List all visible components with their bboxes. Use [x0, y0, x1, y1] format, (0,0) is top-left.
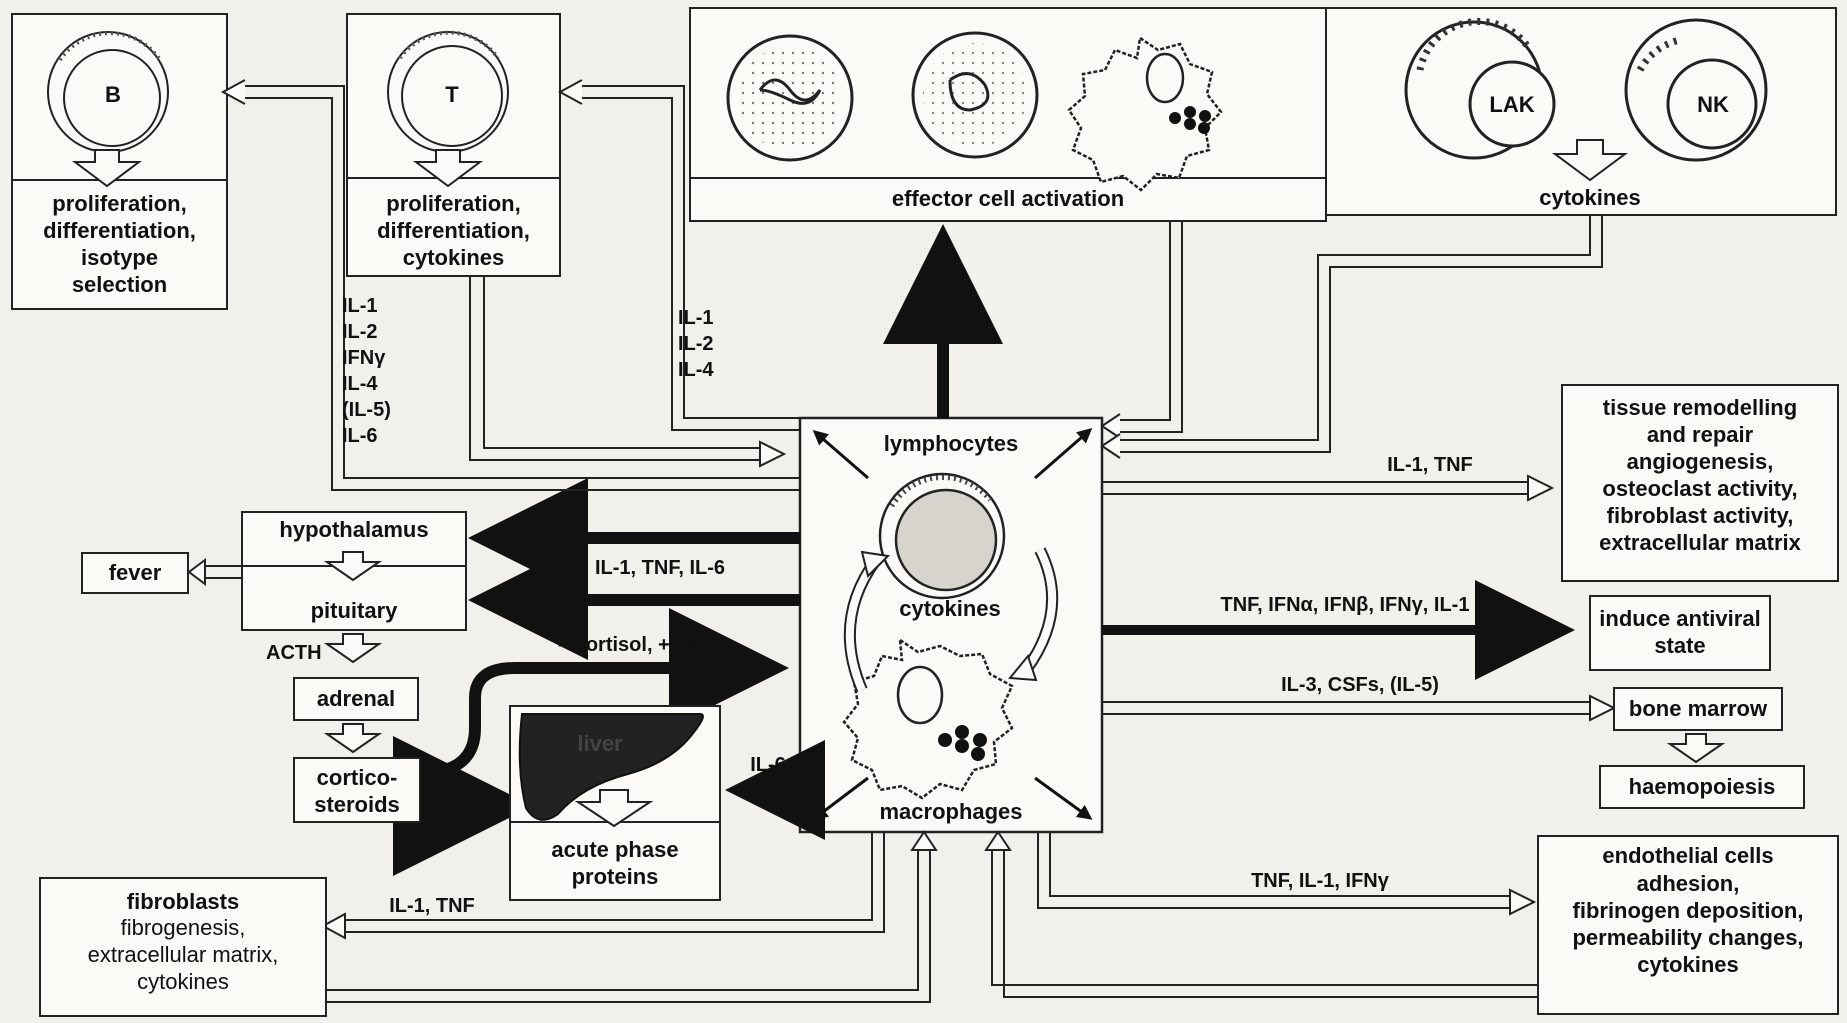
cortisol-label: – cortisol, + DHEA: [520, 632, 770, 658]
center-top-label: lymphocytes: [860, 430, 1042, 457]
nk-label: NK: [1688, 92, 1738, 118]
t-cytokine-list: IL-1 IL-2 IL-4: [678, 305, 758, 383]
liver-cytokine-label: IL-6: [738, 752, 798, 778]
center-middle-label: cytokines: [880, 595, 1020, 622]
acute-phase-label: acute phase proteins: [512, 836, 718, 890]
fever-label: fever: [84, 559, 186, 586]
tissue-cytokine-label: IL-1, TNF: [1360, 452, 1500, 478]
fibroblasts-body: fibrogenesis, extracellular matrix, cyto…: [42, 914, 324, 995]
tissue-title: tissue remodelling and repair: [1564, 394, 1836, 448]
t-cell-letter: T: [437, 82, 467, 108]
tissue-body: angiogenesis, osteoclast activity, fibro…: [1564, 448, 1836, 556]
b-cell-caption: proliferation, differentiation, isotype …: [14, 190, 225, 298]
fibro-cytokine-label: IL-1, TNF: [372, 893, 492, 919]
haemopoiesis-label: haemopoiesis: [1602, 773, 1802, 800]
endothelial-title: endothelial cells: [1540, 842, 1836, 869]
center-bottom-label: macrophages: [860, 798, 1042, 825]
marrow-cytokine-label: IL-3, CSFs, (IL-5): [1240, 672, 1480, 698]
t-cell-caption: proliferation, differentiation, cytokine…: [349, 190, 558, 271]
adrenal-label: adrenal: [296, 685, 416, 712]
antiviral-cytokine-label: TNF, IFNα, IFNβ, IFNγ, IL-1: [1170, 592, 1520, 618]
b-cytokine-list: IL-1 IL-2 IFNγ IL-4 (IL-5) IL-6: [342, 293, 422, 449]
nk-to-center-line: [1120, 215, 1590, 440]
hpa-cytokine-label: IL-1, TNF, IL-6: [540, 555, 780, 581]
corticosteroids-label: cortico- steroids: [296, 764, 418, 818]
lak-label: LAK: [1482, 92, 1542, 118]
endothelial-body: adhesion, fibrinogen deposition, permeab…: [1540, 870, 1836, 978]
hypothalamus-label: hypothalamus: [244, 516, 464, 543]
effector-caption: effector cell activation: [690, 185, 1326, 212]
nk-caption: cytokines: [1500, 184, 1680, 211]
pituitary-label: pituitary: [244, 597, 464, 624]
endothelial-cytokine-label: TNF, IL-1, IFNγ: [1210, 868, 1430, 894]
effector-to-center-line: [1120, 221, 1170, 420]
fibroblasts-title: fibroblasts: [42, 888, 324, 915]
antiviral-label: induce antiviral state: [1592, 605, 1768, 659]
liver-word: liver: [560, 730, 640, 757]
b-cell-letter: B: [98, 82, 128, 108]
bone-marrow-label: bone marrow: [1616, 695, 1780, 722]
acth-label: ACTH: [266, 640, 336, 666]
